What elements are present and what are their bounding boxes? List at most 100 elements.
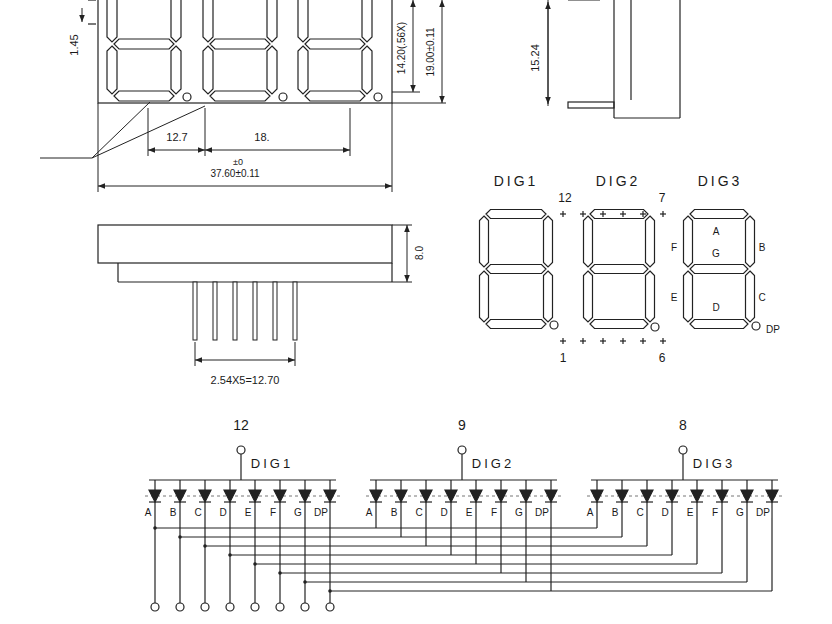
drawing-line [646,480,647,490]
drawing-line [682,454,683,480]
pin-outline [213,282,217,340]
diode-symbol [324,490,336,502]
terminal [276,603,284,611]
drawing-line [230,555,672,556]
segment-outline [210,39,270,49]
terminal [679,446,687,454]
dimension-label: 8.0 [415,245,425,261]
pin-label: B [758,243,767,253]
diode-symbol [420,490,432,502]
dimension-label: 37.60±0.11 [209,169,260,179]
segment-name: C [635,508,644,518]
drawing-line [548,0,549,106]
pin-mark [642,211,643,217]
digit-name: DIG2 [471,457,515,470]
segment-outline [298,0,308,42]
diode-symbol [224,490,236,502]
drawing-line [392,92,420,93]
pin-label: D [711,303,720,313]
diode-symbol [199,490,211,502]
segment-outline [114,39,174,49]
diode-symbol [741,490,753,502]
drawing-line [154,502,155,603]
dimension-line [407,225,408,282]
segment-outline [107,46,117,94]
terminal [151,603,159,611]
pin-outline [193,282,197,340]
pin-label: C [757,293,766,303]
drawing-line [179,480,180,490]
decimal-point [550,321,558,329]
drawing-line [330,591,772,592]
segment-name: D [218,508,227,518]
dimension-label: 1.45 [69,33,80,56]
segment-name: G [293,508,303,518]
segment-name: G [735,508,745,518]
digit-name: DIG3 [697,174,744,188]
pin-number: 9 [457,418,467,432]
drawing-line [88,0,96,1]
dimension-label: 12.7 [165,132,188,143]
segment-name: DP [313,508,329,518]
segment-outline [486,210,546,219]
segment-outline [267,0,277,42]
segment-name: C [193,508,202,518]
junction-dot [253,562,257,566]
terminal [458,446,466,454]
housing-outline [98,225,392,263]
drawing-line [568,0,600,1]
drawing-line [370,479,557,480]
pin-mark [582,338,583,344]
dimension-label: 14.20(.56X) [397,21,407,75]
pin-mark [582,211,583,217]
drawing-line [461,454,462,480]
drawing-line [621,480,622,490]
drawing-line [366,496,561,497]
drawing-line [145,496,340,497]
drawing-line [696,480,697,490]
segment-name: DP [534,508,550,518]
drawing-line [550,480,551,490]
segment-name: DP [755,508,771,518]
digit-name: DIG1 [493,174,540,188]
segment-outline [298,46,308,94]
leader-line [40,158,92,159]
drawing-line [596,502,597,528]
drawing-line [195,342,196,366]
drawing-line [591,479,778,480]
dimension-line [548,2,549,104]
segment-name: E [244,508,253,518]
diode-symbol [716,490,728,502]
segment-name: B [169,508,178,518]
drawing-line [154,480,155,490]
pin-mark [562,338,563,344]
junction-dot [303,580,307,584]
drawing-line [155,528,597,529]
terminal [237,446,245,454]
drawing-line [613,0,614,118]
dimension-label: 18. [253,132,270,143]
segment-name: E [465,508,474,518]
drawing-line [180,537,622,538]
drawing-line [679,0,680,118]
pin-mark [622,338,623,344]
drawing-line [204,480,205,490]
dimension-line [205,150,350,151]
segment-name: G [514,508,524,518]
diode-symbol [520,490,532,502]
drawing-line [400,502,401,537]
segment-name: D [660,508,669,518]
drawing-line [696,502,697,564]
drawing-line [280,573,722,574]
drawing-line [329,502,330,603]
pin-number: 6 [658,352,667,364]
drawing-line [255,564,697,565]
pin-label: G [711,249,721,259]
drawing-line [671,502,672,555]
housing-outline [98,0,392,103]
diode-symbol [591,490,603,502]
segment-name: A [144,508,153,518]
segment-outline [684,216,693,267]
drawing-line [587,496,782,497]
segment-name: E [686,508,695,518]
